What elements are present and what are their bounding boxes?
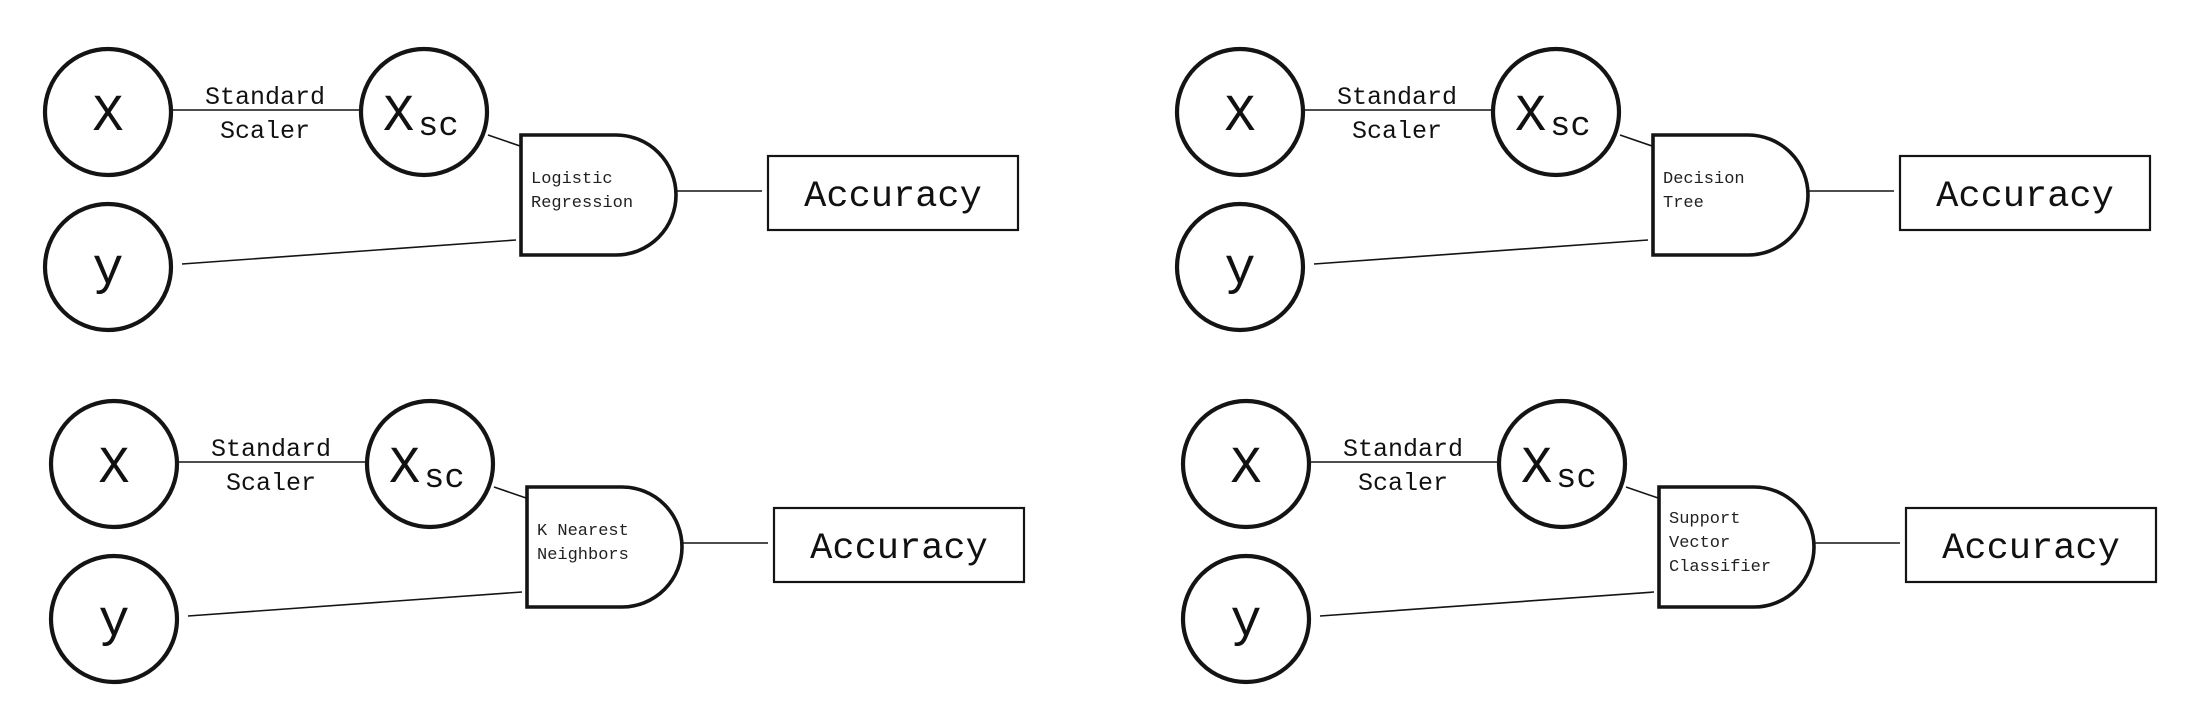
model-label-line-2: Vector <box>1669 534 1730 553</box>
edge-xsc-to-model <box>1625 486 1662 500</box>
xsc-node-label: X <box>1515 87 1546 146</box>
model-label-line-1: Support <box>1669 510 1740 529</box>
edge-y-to-model <box>1319 591 1655 617</box>
model-label-line-1: Decision <box>1663 170 1745 189</box>
accuracy-box: Accuracy <box>766 154 1020 232</box>
accuracy-label: Accuracy <box>1936 176 2114 218</box>
accuracy-label: Accuracy <box>1942 528 2120 570</box>
edge-y-to-model <box>187 591 523 617</box>
y-node: y <box>42 201 174 333</box>
x-node-label: X <box>92 87 123 146</box>
xsc-node-subscript: sc <box>1556 460 1597 498</box>
edge-y-to-model <box>1313 239 1649 265</box>
x-node: X <box>1180 398 1312 530</box>
accuracy-box: Accuracy <box>1904 506 2158 584</box>
y-node-label: y <box>1224 240 1255 299</box>
xsc-node-subscript: sc <box>424 460 465 498</box>
scaler-label-line-2: Scaler <box>1352 117 1442 146</box>
model-label-line-1: K Nearest <box>537 522 629 541</box>
xsc-node-label: X <box>389 439 420 498</box>
y-node-label: y <box>98 592 129 651</box>
accuracy-box: Accuracy <box>772 506 1026 584</box>
scaler-label-line-1: Standard <box>211 435 331 464</box>
y-node-label: y <box>92 240 123 299</box>
scaler-label-line-1: Standard <box>1337 83 1457 112</box>
y-node-label: y <box>1230 592 1261 651</box>
edge-xsc-to-model <box>487 134 524 148</box>
scaler-label-line-2: Scaler <box>226 469 316 498</box>
x-node: X <box>48 398 180 530</box>
x-node-label: X <box>98 439 129 498</box>
x-node: X <box>1174 46 1306 178</box>
y-node: y <box>1174 201 1306 333</box>
accuracy-label: Accuracy <box>804 176 982 218</box>
accuracy-box: Accuracy <box>1898 154 2152 232</box>
model-label-line-1: Logistic <box>531 170 613 189</box>
y-node: y <box>1180 553 1312 685</box>
accuracy-label: Accuracy <box>810 528 988 570</box>
x-node-label: X <box>1224 87 1255 146</box>
x-node-label: X <box>1230 439 1261 498</box>
model-label-line-3: Classifier <box>1669 558 1771 577</box>
edge-xsc-to-model <box>1619 134 1656 148</box>
edge-xsc-to-model <box>493 486 530 500</box>
model-label-line-2: Regression <box>531 194 633 213</box>
scaler-label-line-1: Standard <box>205 83 325 112</box>
x-node: X <box>42 46 174 178</box>
xsc-node-subscript: sc <box>1550 108 1591 146</box>
xsc-node-subscript: sc <box>418 108 459 146</box>
edge-y-to-model <box>181 239 517 265</box>
y-node: y <box>48 553 180 685</box>
xsc-node-label: X <box>1521 439 1552 498</box>
model-label-line-2: Neighbors <box>537 546 629 565</box>
scaler-label-line-1: Standard <box>1343 435 1463 464</box>
scaler-label-line-2: Scaler <box>220 117 310 146</box>
xsc-node-label: X <box>383 87 414 146</box>
model-label-line-2: Tree <box>1663 194 1704 213</box>
scaler-label-line-2: Scaler <box>1358 469 1448 498</box>
